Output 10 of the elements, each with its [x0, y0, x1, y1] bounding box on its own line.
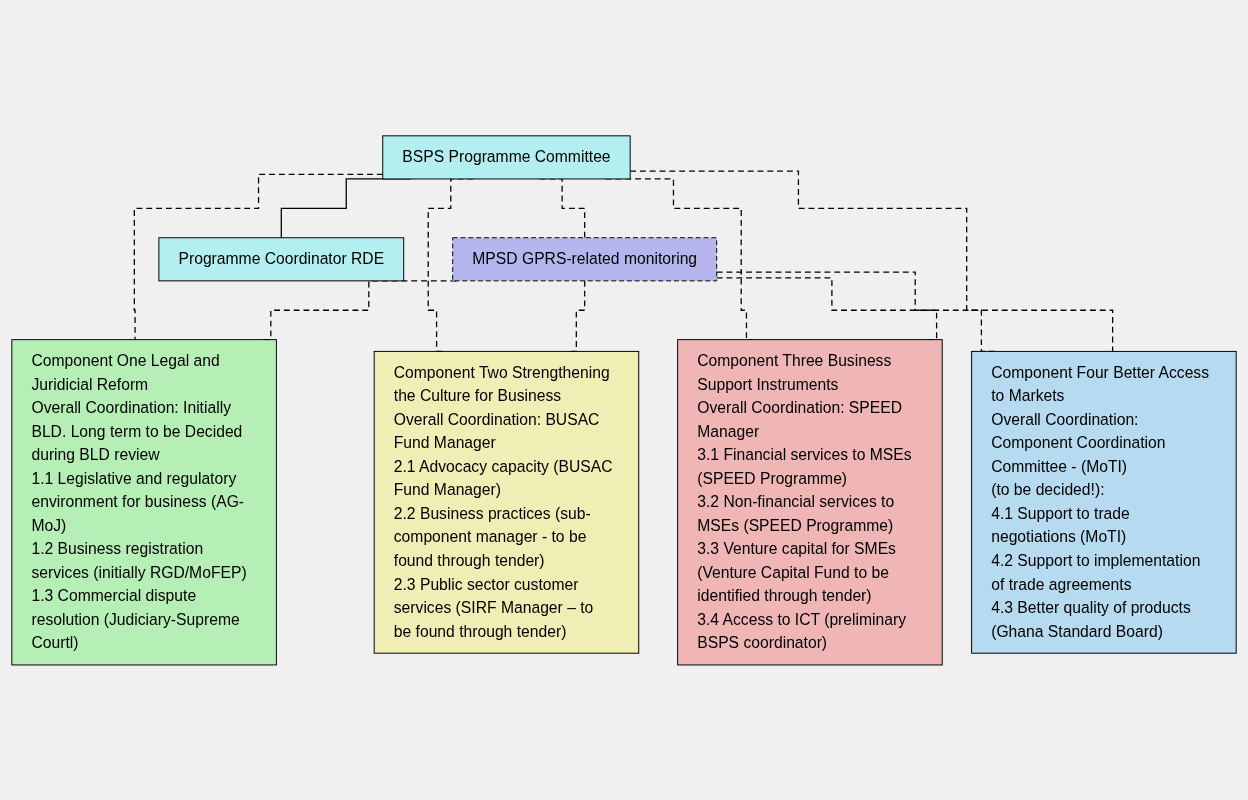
- connector: [716, 276, 938, 340]
- node-box: Component One Legal and Juridicial Reform Overall Coordination: Initially BLD. Long term to be Decided during BLD review 1.1 Legislative and regulatory environment for business (AG-MoJ) 1.2 Business registration services (initially RGD/MoFEP) 1.3 Commercial dispute resolution (Judiciary-Supreme Courtl): [11, 338, 277, 666]
- node-box: Component Four Better Access to Markets Overall Coordination: Component Coordination Committee - (MoTI) (to be decided!): 4.1 Support to trade negotiations (MoTI) 4.2 Support to implementation of trade agreements 4.3 Better quality of products (Ghana Standard Board): [971, 350, 1237, 654]
- connector: [716, 270, 1114, 352]
- node-box: BSPS Programme Committee: [382, 134, 631, 180]
- node-box: Component Two Strengthening the Culture for Business Overall Coordination: BUSAC Fund Manager 2.1 Advocacy capacity (BUSAC Fund Manager) 2.2 Business practices (sub-component manager - to be found through tender) 2.3 Public sector customer services (SIRF Manager – to be found through tender): [373, 350, 640, 654]
- node-box: Programme Coordinator RDE: [158, 236, 405, 281]
- connector: [133, 173, 384, 340]
- node-box: Component Three Business Support Instruments Overall Coordination: SPEED Manager 3.1 Financial services to MSEs (SPEED Programme) 3.2 Non-financial services to MSEs (SPEED Programme) 3.3 Venture capital for SMEs (Venture Capital Fund to be identified through tender) 3.4 Access to ICT (preliminary BSPS coordinator): [677, 338, 943, 666]
- node-box: MPSD GPRS-related monitoring: [452, 236, 718, 281]
